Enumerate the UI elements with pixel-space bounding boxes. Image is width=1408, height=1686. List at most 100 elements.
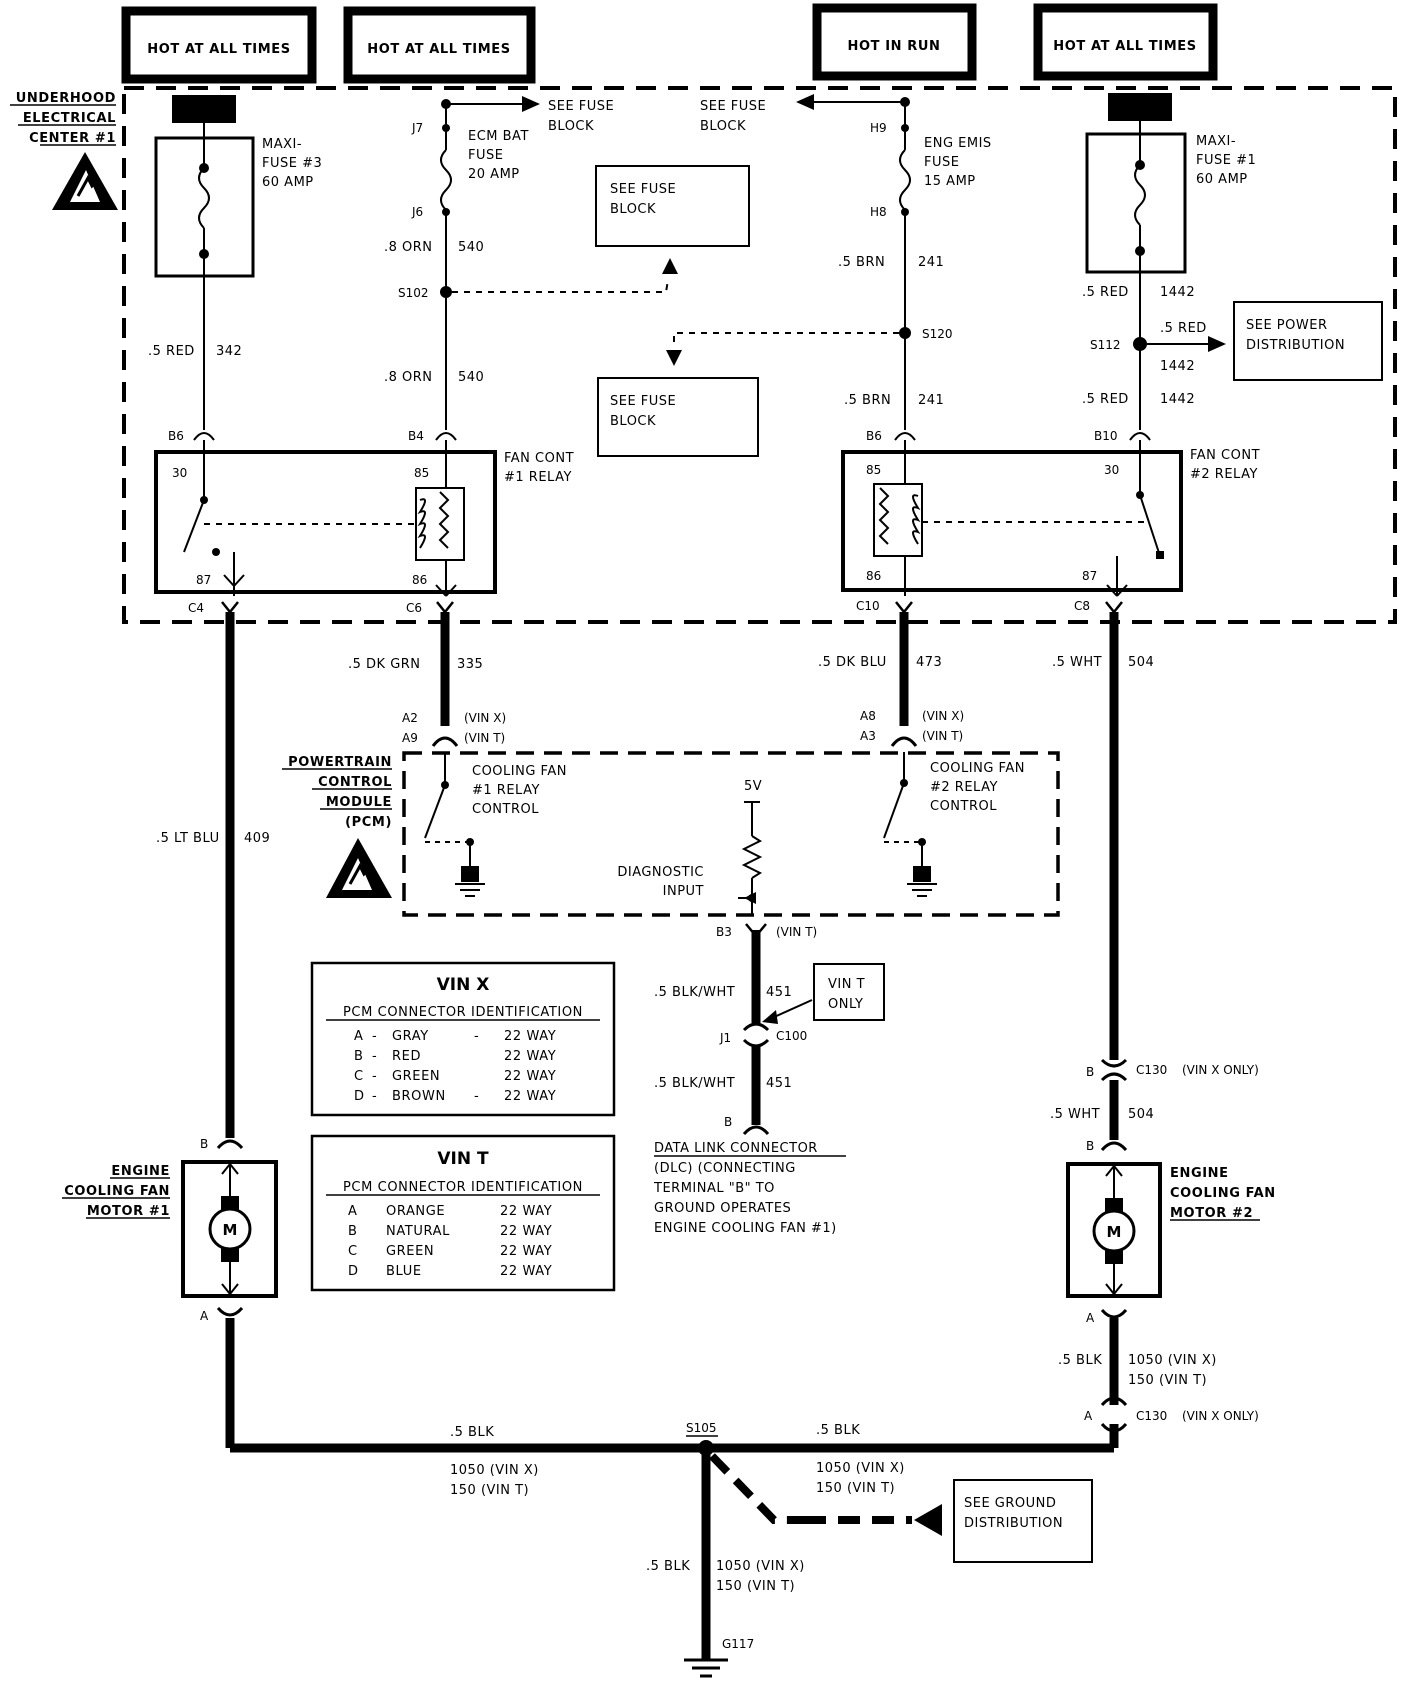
- see-fuse-block-text: BLOCK: [610, 414, 656, 429]
- see-fuse-block-ref-2: SEE FUSE BLOCK: [700, 99, 766, 134]
- pin-label: B6: [168, 429, 184, 443]
- svg-text:INPUT: INPUT: [663, 884, 704, 899]
- cooling-fan-2-label: COOLING FAN #2 RELAY CONTROL: [930, 761, 1025, 814]
- pin-label: A9: [402, 731, 418, 745]
- table-cell: C: [348, 1244, 358, 1259]
- svg-text:MOTOR #2: MOTOR #2: [1170, 1206, 1253, 1221]
- svg-text:#1 RELAY: #1 RELAY: [504, 470, 572, 485]
- wire-color: .5 RED: [1082, 392, 1129, 407]
- circuit-note: 150 (VIN T): [816, 1481, 895, 1496]
- motor-1-letter: M: [223, 1221, 238, 1239]
- circuit-number: 504: [1128, 655, 1154, 670]
- table-cell: B: [348, 1224, 358, 1239]
- circuit-number: 451: [766, 1076, 792, 1091]
- table-cell: 22 WAY: [500, 1264, 552, 1279]
- pin-label: 30: [1104, 463, 1119, 477]
- table-cell: 22 WAY: [500, 1244, 552, 1259]
- vin-t-only-text: VIN T: [828, 977, 865, 992]
- pin-label: (VIN T): [464, 731, 505, 745]
- connector-b6-right: [894, 432, 916, 441]
- wire-color: .5 WHT: [1050, 1107, 1100, 1122]
- arrow-up-icon: [662, 258, 678, 274]
- eng-emis-fuse-label: ENG EMIS FUSE 15 AMP: [924, 136, 991, 189]
- header-hot-in-run: HOT IN RUN: [847, 39, 940, 54]
- motor-1-connector-b: [216, 1139, 244, 1150]
- table-cell: GREEN: [392, 1069, 440, 1084]
- ground-block: [913, 866, 931, 882]
- table-cell: BLUE: [386, 1264, 422, 1279]
- ecm-bat-fuse-element: [440, 149, 452, 211]
- circuit-note: 1050 (VIN X): [716, 1559, 805, 1574]
- table-cell: 22 WAY: [500, 1204, 552, 1219]
- table-cell: BROWN: [392, 1089, 446, 1104]
- circuit-note: 150 (VIN T): [450, 1483, 529, 1498]
- wire-color: .5 WHT: [1052, 655, 1102, 670]
- connector-b3: [745, 923, 767, 938]
- table-cell: D: [354, 1089, 365, 1104]
- see-ground-distribution-box: [953, 1479, 1093, 1563]
- circuit-number: 504: [1128, 1107, 1154, 1122]
- vin-t-table-title: VIN T: [437, 1149, 489, 1169]
- arrow-right-icon: [522, 96, 540, 112]
- pin-label: A: [1084, 1409, 1093, 1423]
- svg-text:FUSE #3: FUSE #3: [262, 156, 322, 171]
- table-cell: C: [354, 1069, 364, 1084]
- wire-color: .5 DK GRN: [348, 657, 421, 672]
- arrow-left-icon: [914, 1504, 942, 1536]
- ground-block: [461, 866, 479, 882]
- pin-label: (VIN T): [776, 925, 817, 939]
- pin-label: A3: [860, 729, 876, 743]
- table-cell: -: [372, 1069, 377, 1084]
- see-fuse-block-box-1: [595, 165, 750, 247]
- connector-b10: [1129, 432, 1151, 441]
- wire-color: .5 BLK: [1058, 1353, 1102, 1368]
- pin-label: 85: [866, 463, 881, 477]
- table-cell: GRAY: [392, 1029, 429, 1044]
- pin-label: B: [724, 1115, 732, 1129]
- relay-1-coil: [415, 440, 465, 597]
- connector-note: (VIN X ONLY): [1182, 1063, 1259, 1077]
- data-link-connector-label: DATA LINK CONNECTOR (DLC) (CONNECTING TE…: [653, 1141, 846, 1236]
- connector-label: C100: [776, 1029, 807, 1043]
- pin-label: 30: [172, 466, 187, 480]
- pin-label: B: [1086, 1139, 1094, 1153]
- svg-text:ELECTRICAL: ELECTRICAL: [23, 111, 116, 126]
- splice-label: S105: [686, 1421, 717, 1435]
- pcm-boundary: [402, 751, 1060, 917]
- fuse-node: [199, 249, 209, 259]
- fuse-node: [199, 163, 209, 173]
- pin-label: (VIN X): [464, 711, 506, 725]
- table-cell: -: [372, 1029, 377, 1044]
- splice-s105: [698, 1440, 714, 1456]
- pcm-label: POWERTRAIN CONTROL MODULE (PCM): [282, 755, 392, 830]
- pin-label: B6: [866, 429, 882, 443]
- circuit-number: 335: [457, 657, 483, 672]
- table-cell: NATURAL: [386, 1224, 450, 1239]
- svg-text:CONTROL: CONTROL: [318, 775, 392, 790]
- pin-label: A: [1086, 1311, 1095, 1325]
- table-cell: -: [372, 1049, 377, 1064]
- maxi-fuse-1-box: [1085, 132, 1187, 274]
- svg-text:CONTROL: CONTROL: [930, 799, 997, 814]
- svg-text:60 AMP: 60 AMP: [262, 175, 314, 190]
- svg-text:GROUND OPERATES: GROUND OPERATES: [654, 1201, 791, 1216]
- ground-g117-icon: [684, 1658, 728, 1678]
- svg-text:FUSE: FUSE: [468, 148, 503, 163]
- see-power-distribution-text: SEE POWER: [1246, 318, 1327, 333]
- circuit-note: 1050 (VIN X): [816, 1461, 905, 1476]
- connector-c130-top: [1100, 1058, 1128, 1068]
- pin-label: B: [200, 1137, 208, 1151]
- arrow-right-icon: [1208, 336, 1226, 352]
- wire-color: .5 BLK: [816, 1423, 860, 1438]
- table-cell: ORANGE: [386, 1204, 445, 1219]
- circuit-number: 1442: [1160, 359, 1195, 374]
- svg-text:DATA LINK CONNECTOR: DATA LINK CONNECTOR: [654, 1141, 818, 1156]
- relay-1-label: FAN CONT #1 RELAY: [504, 451, 574, 485]
- svg-text:(PCM): (PCM): [345, 815, 392, 830]
- see-fuse-block-text: BLOCK: [610, 202, 656, 217]
- wire-color: .8 ORN: [384, 240, 433, 255]
- pin-label: B: [1086, 1065, 1094, 1079]
- svg-text:COOLING FAN: COOLING FAN: [930, 761, 1025, 776]
- maxi-fuse-3-label: MAXI- FUSE #3 60 AMP: [262, 137, 322, 190]
